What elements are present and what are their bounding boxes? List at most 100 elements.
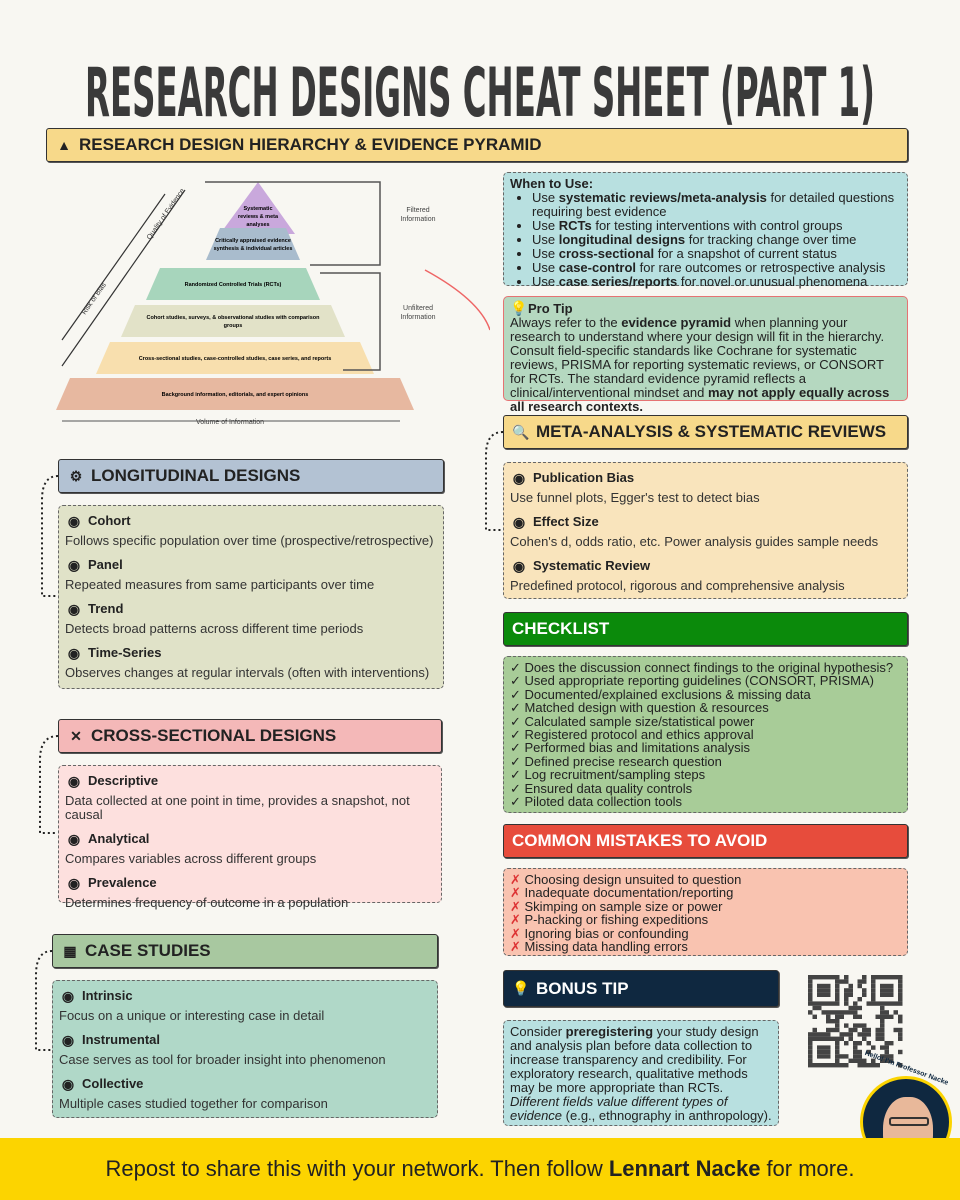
page-title: RESEARCH DESIGNS CHEAT SHEET (PART 1) [80, 50, 880, 130]
pyramid-tier [146, 268, 320, 300]
checklist-item: ✓ Piloted data collection tools [510, 794, 683, 810]
x-icon: ✗ [510, 925, 525, 941]
x-icon: ✗ [510, 872, 525, 887]
lightbulb-icon: 💡 [512, 980, 530, 996]
clock-gear-icon: ⚙ [69, 467, 83, 484]
magnifier-document-icon: 🔍 [512, 423, 530, 440]
risk-label: Risk of Bias [81, 281, 108, 316]
mistake-item: ✗ Choosing design unsuited to question [510, 872, 742, 887]
bar-chart-icon: ◉ [67, 601, 81, 617]
x-icon: ✗ [510, 912, 525, 928]
checklist-box: ✓ Does the discussion connect findings t… [503, 656, 908, 813]
when-item: Use case-control for rare outcomes or re… [532, 261, 901, 275]
when-item: Use RCTs for testing interventions with … [532, 219, 901, 233]
x-icon: ✗ [510, 885, 525, 901]
when-item: Use systematic reviews/meta-analysis for… [532, 191, 901, 219]
list-icon: ◉ [67, 773, 81, 789]
mistake-item: ✗ Missing data handling errors [510, 939, 688, 955]
lightbulb-icon: 💡 [510, 300, 528, 316]
pyramid-tier-label: Cross-sectional studies, case-controlled… [139, 356, 332, 362]
item-title: ◉Effect Size [510, 514, 901, 530]
item-description: Focus on a unique or interesting case in… [59, 1008, 325, 1023]
mistake-item: ✗ Skimping on sample size or power [510, 898, 723, 914]
check-icon: ✓ [510, 780, 525, 796]
check-icon: ✓ [510, 686, 525, 702]
item-title: ◉Intrinsic [59, 988, 431, 1004]
pyramid-tier-label: Randomized Controlled Trials (RCTs) [185, 282, 282, 288]
case-studies-header: ▦CASE STUDIES [52, 934, 438, 968]
item-description: Predefined protocol, rigorous and compre… [510, 578, 845, 593]
check-icon: ✓ [510, 727, 525, 743]
footer-banner: Repost to share this with your network. … [0, 1138, 960, 1200]
pyramid-icon: ▲ [57, 137, 71, 153]
check-icon: ✓ [510, 767, 525, 783]
checklist-header: CHECKLIST [503, 612, 908, 646]
item-title: ◉Panel [65, 558, 437, 573]
fingerprint-icon: ◉ [61, 988, 75, 1004]
check-icon: ✓ [510, 794, 525, 810]
item-title: ◉Instrumental [59, 1033, 431, 1048]
pyramid-tier [220, 182, 295, 234]
pyramid-tier-label: groups [224, 323, 243, 329]
check-icon: ✓ [510, 700, 525, 716]
item-title: ◉Time-Series [65, 645, 437, 661]
checklist-item: ✓ Used appropriate reporting guidelines … [510, 673, 874, 689]
when-item: Use cross-sectional for a snapshot of cu… [532, 247, 901, 261]
check-icon: ✓ [510, 753, 525, 769]
item-description: Determines frequency of outcome in a pop… [65, 895, 349, 910]
item-description: Case serves as tool for broader insight … [59, 1052, 386, 1067]
document-search-icon: ◉ [512, 558, 526, 574]
checklist-item: ✓ Defined precise research question [510, 753, 722, 769]
check-icon: ✓ [510, 673, 525, 689]
mistake-item: ✗ P-hacking or fishing expeditions [510, 912, 709, 928]
mistake-item: ✗ Inadequate documentation/reporting [510, 885, 734, 901]
x-icon: ✗ [510, 898, 525, 914]
item-description: Multiple cases studied together for comp… [59, 1096, 328, 1111]
pyramid-tier [56, 378, 414, 410]
gauge-icon: ◉ [512, 514, 526, 530]
mistakes-box: ✗ Choosing design unsuited to question✗ … [503, 868, 908, 956]
bonus-box: Consider preregistering your study desig… [503, 1020, 779, 1126]
item-description: Observes changes at regular intervals (o… [65, 665, 430, 680]
check-icon: ✓ [510, 740, 525, 756]
checklist-item: ✓ Calculated sample size/statistical pow… [510, 713, 755, 729]
people-icon: ◉ [67, 513, 81, 529]
item-title: ◉Descriptive [65, 773, 435, 789]
pyramid-tier [206, 228, 300, 260]
author-link[interactable]: Lennart Nacke [608, 1156, 761, 1181]
item-title: ◉Trend [65, 601, 437, 617]
bonus-header: 💡BONUS TIP [503, 970, 779, 1007]
item-description: Use funnel plots, Egger's test to detect… [510, 490, 760, 505]
item-description: Repeated measures from same participants… [65, 577, 375, 592]
item-title: ◉Cohort [65, 513, 437, 529]
pyramid-tier [96, 342, 374, 374]
signal-bars-icon: ◉ [67, 645, 81, 661]
checklist-item: ✓ Performed bias and limitations analysi… [510, 740, 750, 756]
longitudinal-header: ⚙LONGITUDINAL DESIGNS [58, 459, 444, 493]
item-description: Detects broad patterns across different … [65, 621, 364, 636]
mistake-item: ✗ Ignoring bias or confounding [510, 925, 689, 941]
qr-code[interactable] [808, 975, 903, 1068]
item-title: ◉Prevalence [65, 876, 435, 891]
when-to-use-box: When to Use: Use systematic reviews/meta… [503, 172, 908, 289]
item-title: ◉Publication Bias [510, 470, 901, 486]
item-description: Follows specific population over time (p… [65, 533, 434, 548]
meta-header: 🔍META-ANALYSIS & SYSTEMATIC REVIEWS [503, 415, 908, 449]
scales-icon: ◉ [512, 470, 526, 486]
x-icon: ✗ [510, 939, 525, 955]
item-title: ◉Analytical [65, 832, 435, 847]
pyramid-tier-label: Cohort studies, surveys, & observational… [147, 315, 321, 321]
snowflake-icon: ◉ [61, 1076, 75, 1092]
checklist-item: ✓ Log recruitment/sampling steps [510, 767, 706, 783]
item-description: Compares variables across different grou… [65, 851, 317, 866]
pyramid-tier-label: synthesis & individual articles [214, 246, 293, 252]
mistakes-header: COMMON MISTAKES TO AVOID [503, 824, 908, 858]
case-icon: ▦ [63, 942, 77, 959]
